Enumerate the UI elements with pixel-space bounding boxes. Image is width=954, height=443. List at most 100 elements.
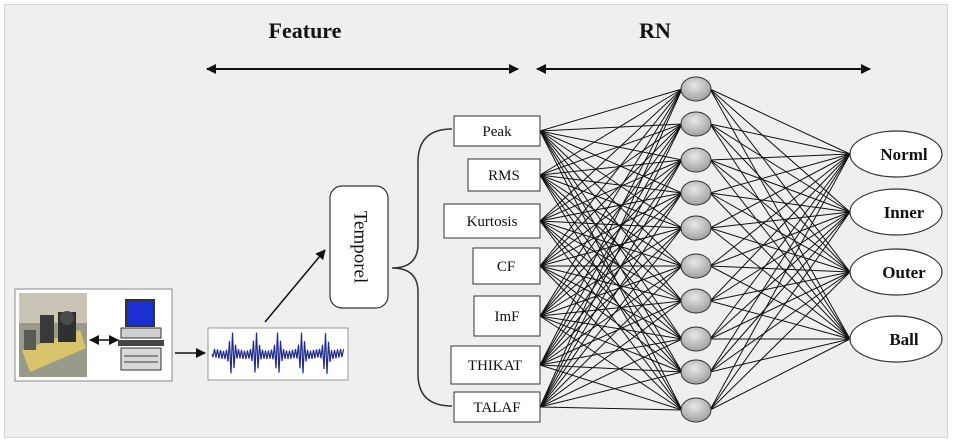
hidden-output-connection — [709, 211, 851, 340]
input-hidden-connection — [539, 174, 683, 373]
network-connections — [539, 88, 851, 411]
input-hidden-connection — [539, 265, 683, 366]
hidden-neuron — [680, 253, 712, 279]
hidden-neuron — [680, 397, 712, 423]
signal-waveform — [211, 332, 345, 374]
input-hidden-connection — [539, 220, 683, 229]
input-hidden-connection — [539, 174, 683, 194]
input-hidden-connection — [539, 174, 683, 229]
hidden-output-connection — [709, 153, 851, 267]
hidden-output-connection — [709, 88, 851, 340]
input-hidden-connection — [539, 130, 683, 194]
input-hidden-connection — [539, 88, 683, 132]
input-hidden-connection — [539, 220, 683, 302]
output-node-inner: Inner — [849, 188, 943, 236]
acquisition-setup-image — [14, 288, 173, 382]
hidden-output-connection — [709, 271, 851, 411]
feature-label: Kurtosis — [467, 214, 518, 230]
input-hidden-connection — [539, 130, 683, 373]
output-label: Norml — [880, 145, 927, 164]
hidden-output-connection — [709, 153, 851, 340]
feature-box-kurtosis: Kurtosis — [443, 203, 541, 239]
hidden-neuron — [680, 215, 712, 241]
input-hidden-connection — [539, 174, 683, 340]
feature-label: TALAF — [473, 400, 520, 416]
hidden-output-connection — [709, 88, 851, 213]
input-hidden-connection — [539, 88, 683, 222]
feature-box-talaf: TALAF — [453, 391, 541, 423]
input-hidden-connection — [539, 192, 683, 366]
hidden-output-connection — [709, 123, 851, 273]
hidden-neuron — [680, 288, 712, 314]
hidden-output-connection — [709, 153, 851, 302]
feature-label: RMS — [488, 168, 520, 184]
input-hidden-connection — [539, 123, 683, 366]
hidden-output-connection — [709, 227, 851, 340]
input-hidden-connection — [539, 159, 683, 366]
input-hidden-connection — [539, 88, 683, 267]
hidden-output-connection — [709, 211, 851, 302]
input-hidden-connection — [539, 123, 683, 317]
output-layer: Norml Inner Outer Ball — [849, 130, 943, 363]
feature-box-imf: ImF — [473, 295, 541, 337]
input-hidden-connection — [539, 123, 683, 132]
hidden-output-connection — [709, 338, 851, 411]
test-rig-photo — [19, 293, 87, 377]
hidden-output-connection — [709, 153, 851, 229]
hidden-neuron — [680, 147, 712, 173]
input-hidden-connection — [539, 227, 683, 317]
hidden-output-connection — [709, 211, 851, 373]
input-hidden-connection — [539, 130, 683, 229]
input-hidden-connection — [539, 338, 683, 408]
hidden-output-connection — [709, 227, 851, 273]
input-hidden-connection — [539, 300, 683, 408]
input-hidden-connection — [539, 227, 683, 366]
output-label: Ball — [889, 330, 919, 349]
input-hidden-connection — [539, 265, 683, 317]
input-hidden-connection — [539, 159, 683, 176]
hidden-output-connection — [709, 271, 851, 302]
hidden-output-connection — [709, 192, 851, 340]
input-hidden-connection — [539, 123, 683, 176]
feature-header: Feature — [269, 18, 342, 43]
output-node-outer: Outer — [849, 248, 943, 296]
input-hidden-connection — [539, 130, 683, 302]
hidden-output-connection — [709, 159, 851, 273]
input-hidden-connection — [539, 192, 683, 408]
hidden-output-connection — [709, 153, 851, 411]
input-hidden-connection — [539, 364, 683, 411]
hidden-output-connection — [709, 159, 851, 213]
input-hidden-connection — [539, 192, 683, 267]
hidden-output-connection — [709, 338, 851, 373]
feature-label: THIKAT — [468, 358, 522, 374]
output-node-ball: Ball — [849, 315, 943, 363]
hidden-neuron — [680, 326, 712, 352]
hidden-neuron — [680, 111, 712, 137]
input-hidden-connection — [539, 315, 683, 411]
input-hidden-connection — [539, 192, 683, 222]
input-hidden-connection — [539, 130, 683, 340]
hidden-output-connection — [709, 211, 851, 411]
input-hidden-connection — [539, 338, 683, 366]
hidden-output-connection — [709, 271, 851, 340]
to-temporal-arrow — [264, 249, 326, 323]
hidden-output-connection — [709, 123, 851, 340]
feature-label: Peak — [482, 124, 512, 140]
hidden-layer — [680, 76, 712, 423]
hidden-output-connection — [709, 211, 851, 229]
input-hidden-connection — [539, 88, 683, 408]
computer-icon — [118, 299, 164, 371]
output-node-norml: Norml — [849, 130, 943, 178]
temporal-label: Temporel — [350, 211, 371, 284]
rn-header: RN — [639, 18, 671, 43]
feature-box-cf: CF — [472, 247, 541, 285]
hidden-output-connection — [709, 123, 851, 155]
input-hidden-connection — [539, 300, 683, 366]
feature-brace — [391, 128, 453, 407]
input-hidden-connection — [539, 227, 683, 408]
feature-box-peak: Peak — [453, 115, 541, 147]
feature-label: CF — [497, 259, 515, 275]
feature-box-thikat: THIKAT — [450, 345, 541, 385]
